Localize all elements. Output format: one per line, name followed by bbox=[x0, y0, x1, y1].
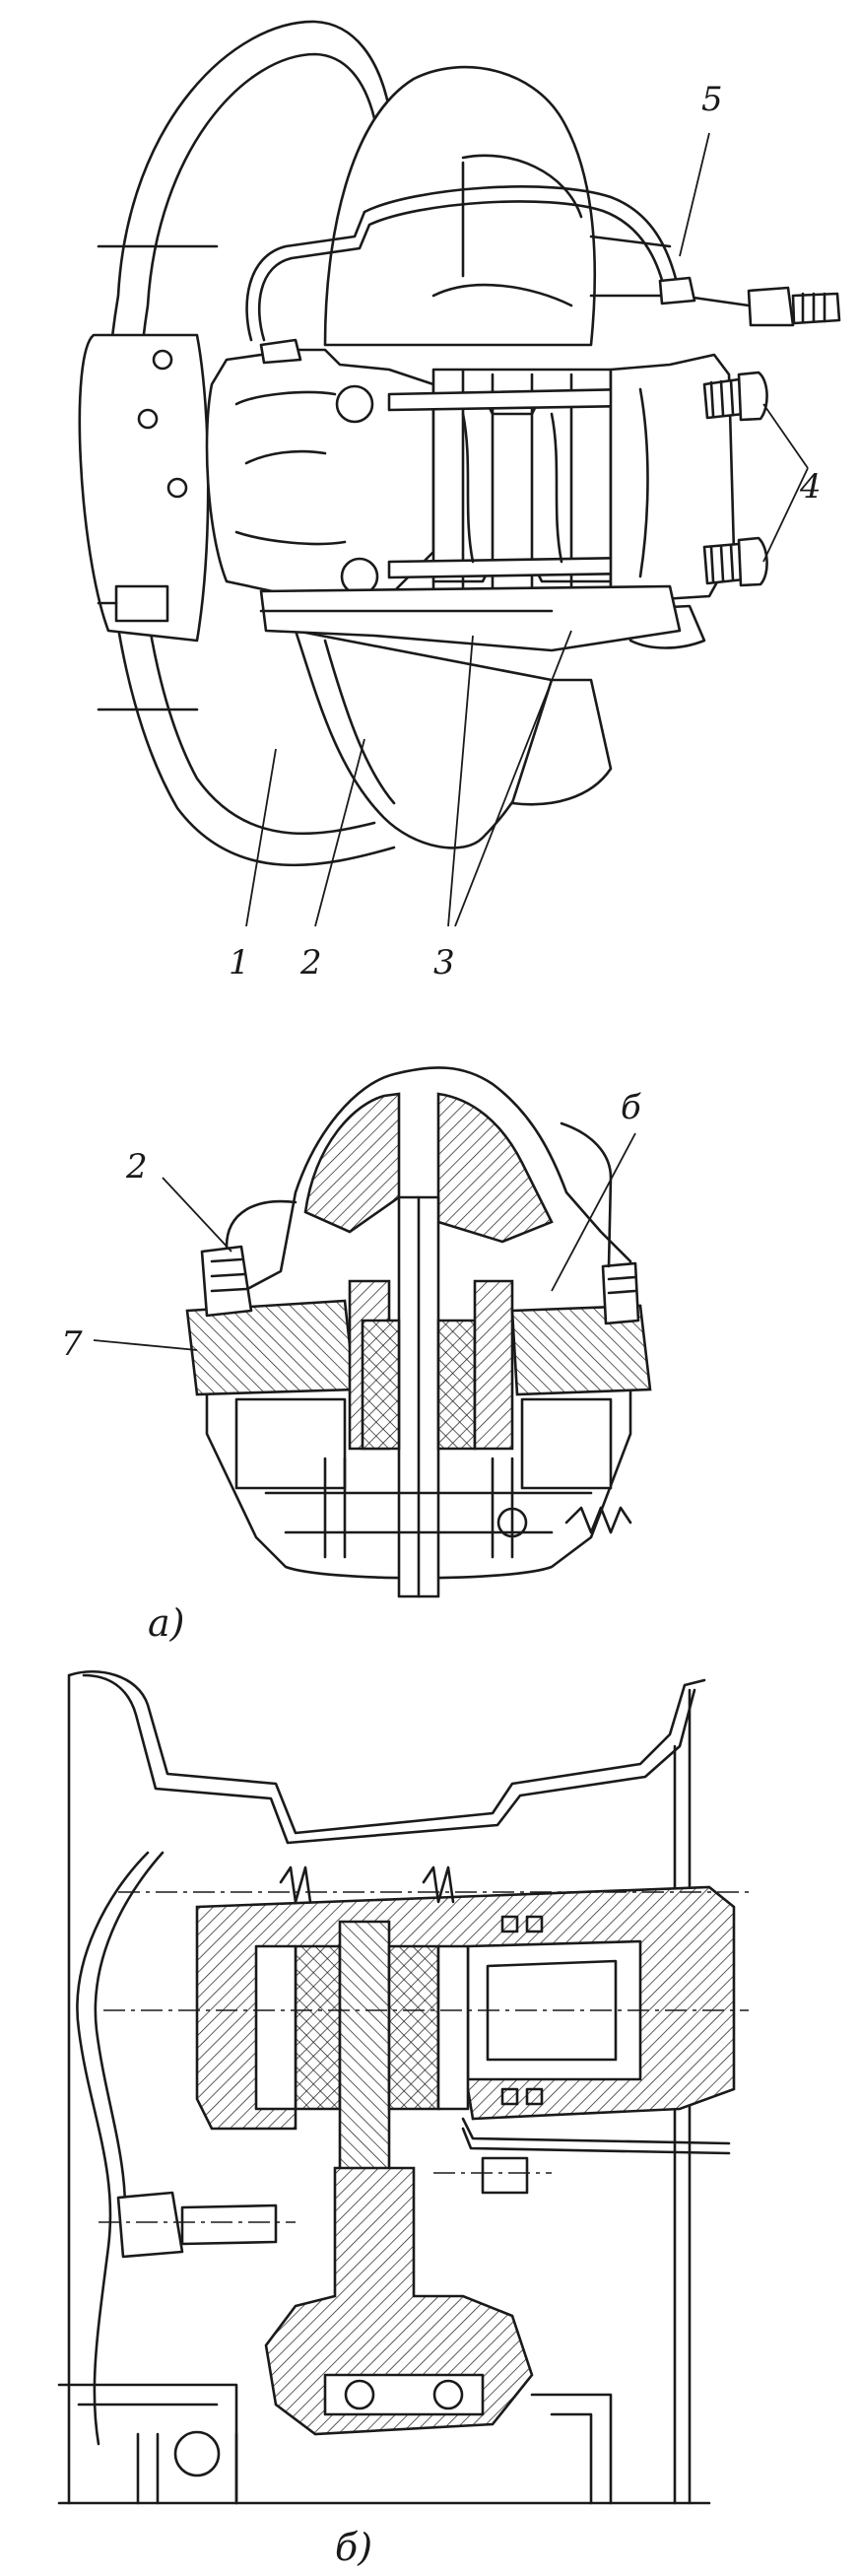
section-b-pad-right bbox=[387, 1944, 440, 2111]
section-b-pad-left bbox=[294, 1944, 342, 2111]
section-a-pad-right bbox=[436, 1319, 477, 1451]
caption-a: a) bbox=[148, 1601, 184, 1645]
label-a-part-2: 2 bbox=[125, 1147, 148, 1186]
wheel-rim bbox=[67, 1669, 706, 2505]
label-part-5: 5 bbox=[701, 80, 723, 119]
section-a-view: 2 б 7 a) bbox=[61, 1066, 652, 1645]
label-part-2: 2 bbox=[299, 943, 322, 983]
wheel-hub bbox=[78, 333, 210, 643]
caliper-perspective-view: 1 2 3 4 5 bbox=[78, 20, 841, 983]
mounting-bolts bbox=[702, 371, 768, 587]
section-a-spring bbox=[564, 1506, 632, 1534]
section-b-bolt bbox=[116, 2191, 184, 2259]
caliper-housing bbox=[323, 65, 597, 347]
caption-b: б) bbox=[335, 2526, 372, 2569]
label-part-1: 1 bbox=[229, 943, 250, 983]
section-b-hub bbox=[264, 2166, 534, 2436]
section-a-pad-left bbox=[361, 1319, 401, 1451]
label-a-part-7: 7 bbox=[61, 1324, 83, 1364]
label-a-part-b: б bbox=[621, 1088, 641, 1127]
label-part-3: 3 bbox=[433, 943, 455, 983]
label-part-4: 4 bbox=[799, 467, 822, 507]
brake-line bbox=[245, 185, 751, 342]
left-cylinder bbox=[205, 348, 435, 598]
section-b-view: б) bbox=[57, 1669, 749, 2569]
dust-shield bbox=[294, 629, 554, 849]
